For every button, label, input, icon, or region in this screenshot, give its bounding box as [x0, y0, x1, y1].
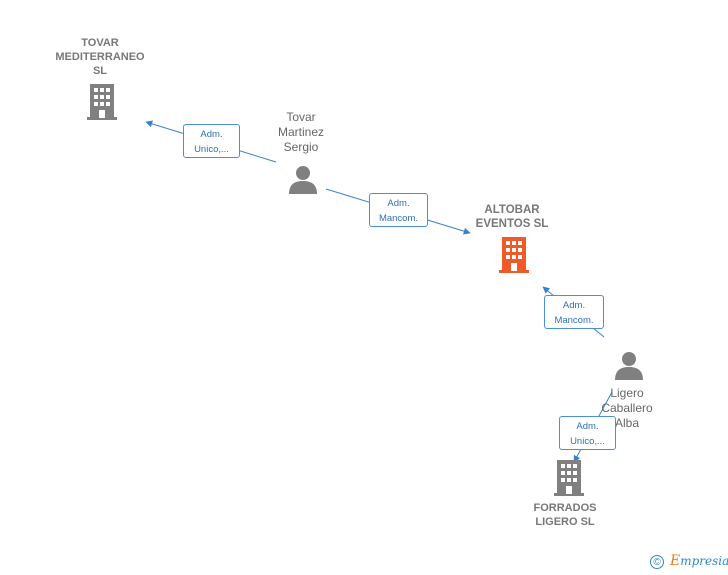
role-badge-adm-unico[interactable]: Adm. Unico,...: [183, 124, 240, 158]
label-line: ALTOBAR: [484, 204, 540, 216]
label-line: FORRADOS: [533, 502, 597, 514]
label-line: Sergio: [283, 140, 319, 154]
role-line: Adm.: [387, 198, 410, 209]
role-line: Mancom.: [378, 213, 419, 224]
person-icon[interactable]: [614, 350, 644, 380]
brand-rest: mpresia: [680, 554, 728, 568]
label-line: SL: [92, 65, 108, 77]
label-line: TOVAR: [81, 37, 119, 49]
person-ligero-caballero-label[interactable]: Ligero Caballero Alba: [577, 386, 677, 431]
brand-name: Empresia: [670, 553, 728, 569]
role-line: Adm.: [576, 421, 599, 432]
role-badge-adm-mancom[interactable]: Adm. Mancom.: [369, 193, 428, 227]
role-line: Adm.: [562, 300, 586, 311]
role-line: Mancom.: [554, 315, 594, 326]
role-badge-adm-unico[interactable]: Adm. Unico,...: [559, 416, 616, 450]
label-line: Tovar: [286, 110, 316, 124]
label-line: LIGERO SL: [535, 516, 595, 528]
building-icon[interactable]: [553, 460, 585, 496]
copyright-icon: ©: [650, 555, 664, 569]
label-line: Alba: [614, 416, 640, 430]
company-altobar-eventos-label[interactable]: ALTOBAR EVENTOS SL: [456, 203, 568, 231]
label-line: MEDITERRANEO: [55, 51, 145, 63]
role-line: Adm.: [200, 129, 223, 140]
label-line: Ligero: [610, 386, 644, 400]
person-icon[interactable]: [288, 164, 318, 194]
building-icon[interactable]: [86, 84, 118, 120]
label-line: Martinez: [277, 125, 324, 139]
brand-initial: E: [670, 553, 681, 569]
role-line: Unico,...: [570, 436, 605, 447]
building-icon[interactable]: [498, 237, 530, 273]
role-badge-adm-mancom[interactable]: Adm. Mancom.: [544, 295, 604, 329]
company-tovar-mediterraneo-label[interactable]: TOVAR MEDITERRANEO SL: [40, 36, 160, 78]
company-forrados-ligero-label[interactable]: FORRADOS LIGERO SL: [515, 501, 615, 529]
label-line: Caballero: [601, 401, 653, 415]
person-tovar-martinez-label[interactable]: Tovar Martinez Sergio: [251, 110, 351, 155]
label-line: EVENTOS SL: [475, 218, 549, 230]
role-line: Unico,...: [194, 144, 229, 155]
